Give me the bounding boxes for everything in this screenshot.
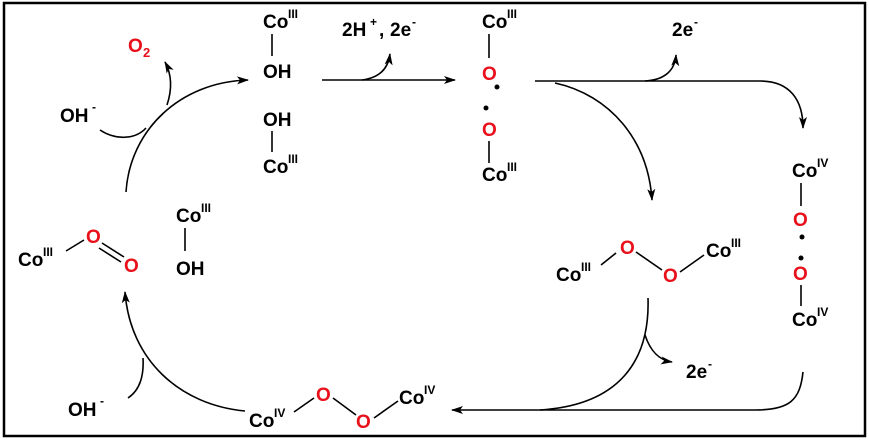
- svg-text:OH: OH: [263, 62, 292, 83]
- svg-text:IV: IV: [274, 406, 285, 420]
- electrons-charge-1: -: [412, 15, 416, 29]
- hydroxide-bottom-label: OH: [68, 400, 97, 421]
- svg-text:Co: Co: [792, 310, 817, 331]
- svg-text:Co: Co: [482, 165, 507, 186]
- arrow-o2-out: [164, 61, 174, 106]
- svg-text:Co: Co: [18, 250, 43, 271]
- hydroxide-top-label: OH: [60, 106, 89, 127]
- arrow-oxidation-down: [539, 297, 649, 411]
- svg-text:III: III: [43, 245, 53, 259]
- svg-text:Co: Co: [706, 241, 731, 262]
- protons-label: 2H: [342, 20, 366, 41]
- svg-text:IV: IV: [424, 383, 435, 397]
- arrow-left-up-bottom: [121, 291, 246, 412]
- svg-text:O: O: [793, 264, 808, 285]
- o2-label: O: [128, 36, 143, 57]
- svg-text:III: III: [201, 201, 211, 215]
- reaction-arrows: [99, 53, 807, 414]
- arrow-bottom-horizontal: [451, 371, 804, 414]
- svg-text:Co: Co: [399, 388, 424, 409]
- svg-text:O: O: [86, 227, 101, 248]
- svg-text:III: III: [288, 152, 298, 166]
- arrow-electrons-out-top: [644, 54, 680, 82]
- svg-text:Co: Co: [249, 411, 274, 432]
- svg-text:O: O: [356, 412, 371, 433]
- svg-text:III: III: [507, 7, 517, 21]
- svg-text:OH: OH: [176, 259, 205, 280]
- protons-charge: +: [370, 15, 377, 29]
- separator: ,: [379, 20, 384, 41]
- svg-text:O: O: [482, 64, 497, 85]
- arrow-oh-in-top: [99, 127, 147, 139]
- arrow-oh-in-bottom: [127, 357, 144, 399]
- hydroxide-top-charge: -: [92, 100, 96, 114]
- arrow-coupling-down: [554, 82, 656, 201]
- electrons-charge-3: -: [708, 357, 712, 371]
- svg-text:IV: IV: [817, 156, 828, 170]
- arrow-proton-out: [361, 53, 393, 81]
- svg-text:IV: IV: [817, 305, 828, 319]
- electrons-label-2: 2e: [672, 20, 693, 41]
- arrow-left-up-arc: [125, 76, 249, 193]
- arrow-right-horizontal: [535, 80, 807, 129]
- svg-text:O: O: [620, 238, 635, 259]
- svg-text:O: O: [316, 385, 331, 406]
- o2-subscript: 2: [143, 45, 150, 60]
- svg-text:Co: Co: [263, 157, 288, 178]
- svg-text:III: III: [507, 160, 517, 174]
- electrons-charge-2: -: [694, 15, 698, 29]
- electrons-label-3: 2e: [686, 362, 707, 383]
- svg-text:Co: Co: [482, 12, 507, 33]
- svg-text:O: O: [793, 210, 808, 231]
- svg-text:Co: Co: [556, 265, 581, 286]
- svg-text:Co: Co: [792, 161, 817, 182]
- svg-text:III: III: [731, 236, 741, 250]
- svg-text:Co: Co: [263, 12, 288, 33]
- svg-text:O: O: [124, 256, 139, 277]
- svg-text:Co: Co: [176, 206, 201, 227]
- svg-text:OH: OH: [263, 110, 292, 131]
- svg-text:III: III: [581, 260, 591, 274]
- svg-text:O: O: [482, 120, 497, 141]
- svg-text:O: O: [663, 266, 678, 287]
- svg-text:III: III: [288, 7, 298, 21]
- arrow-electrons-out-bottom: [644, 334, 673, 365]
- electrons-label-1: 2e: [390, 20, 411, 41]
- hydroxide-bottom-charge: -: [100, 394, 104, 408]
